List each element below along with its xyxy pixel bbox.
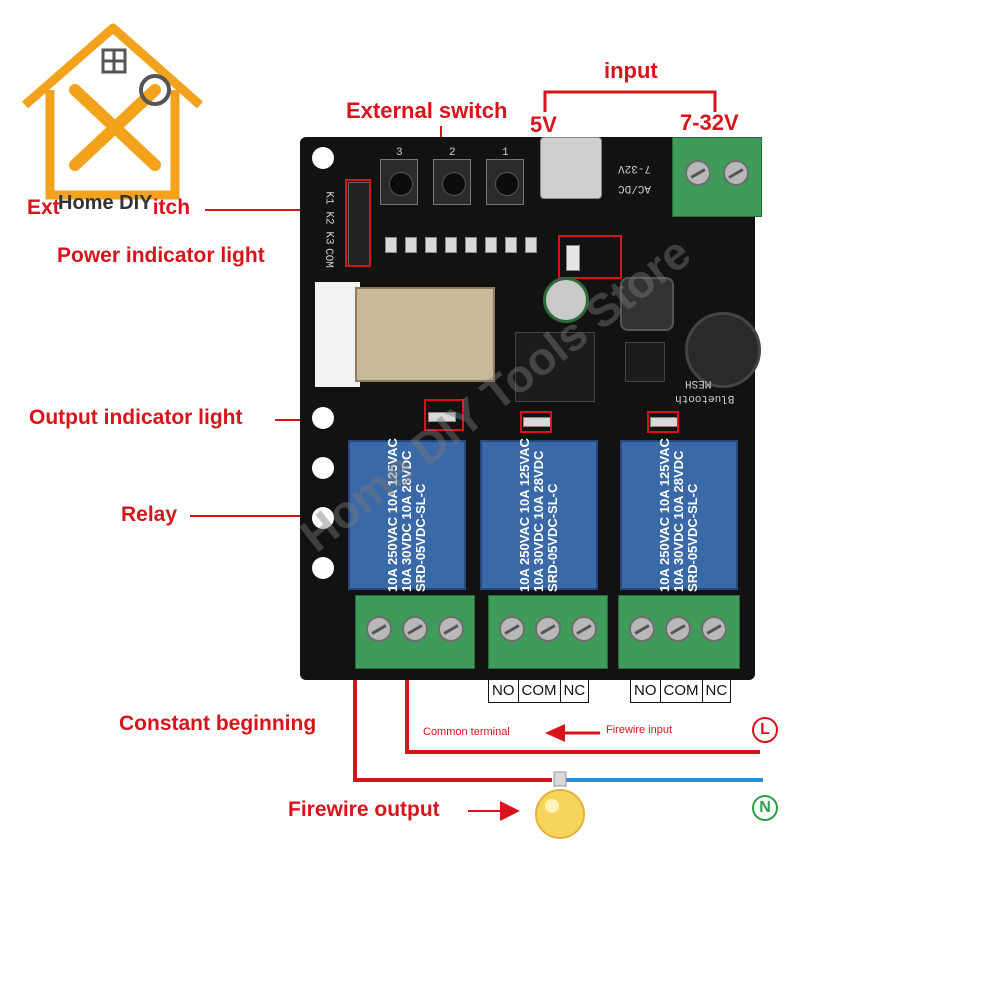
screw-icon xyxy=(571,616,597,642)
label-nc: NC xyxy=(705,681,728,699)
screw-icon xyxy=(438,616,464,642)
input-label: input xyxy=(604,58,658,83)
label-com: COM xyxy=(519,678,561,702)
power-indicator-highlight xyxy=(558,235,622,279)
external-switch-top-label: External switch xyxy=(346,98,508,123)
terminal-labels-3: NO COM NC xyxy=(630,677,732,703)
wifi-module xyxy=(355,287,495,382)
ic-chip xyxy=(515,332,595,402)
button-number-3: 3 xyxy=(396,147,403,159)
external-switch-left-label: Ext itch xyxy=(27,196,190,220)
itch-text: itch xyxy=(152,196,191,219)
screw-icon xyxy=(629,616,655,642)
smd-component xyxy=(445,237,457,253)
logo-text: Home DIY xyxy=(58,192,153,214)
smd-component xyxy=(465,237,477,253)
output-led-1 xyxy=(428,412,456,422)
mount-hole xyxy=(312,507,334,529)
terminal-labels-2: NO COM NC xyxy=(488,677,590,703)
input-bracket xyxy=(543,90,717,112)
smd-component xyxy=(485,237,497,253)
relay-board: K1 K2 K3 COM 3 2 1 AC/DC 7-32V Bluetooth… xyxy=(300,137,762,680)
capacitor-small xyxy=(543,277,589,323)
smd-component xyxy=(525,237,537,253)
common-terminal-label: Common terminal xyxy=(423,726,510,738)
mount-hole xyxy=(312,557,334,579)
output-terminal-1 xyxy=(355,595,475,669)
button-number-1: 1 xyxy=(502,147,509,159)
firewire-output-arrow-line xyxy=(468,810,508,812)
label-no: NO xyxy=(489,678,519,702)
screw-icon xyxy=(499,616,525,642)
screw-icon xyxy=(701,616,727,642)
capacitor-large xyxy=(685,312,761,388)
screw-icon xyxy=(723,160,749,186)
ic-chip xyxy=(625,342,665,382)
output-indicator-highlight-3 xyxy=(647,411,679,433)
output-indicator-highlight-2 xyxy=(520,411,552,433)
constant-beginning-label: Constant beginning xyxy=(119,712,317,735)
pin-header-highlight xyxy=(345,179,371,267)
ext-text: Ext xyxy=(27,196,60,219)
live-marker-text: L xyxy=(760,721,770,738)
ext-switch-leader xyxy=(205,209,350,211)
output-terminal-2 xyxy=(488,595,608,669)
smd-component xyxy=(425,237,437,253)
logo xyxy=(15,10,205,200)
neutral-marker-text: N xyxy=(759,799,771,816)
relay-label: Relay xyxy=(121,503,178,526)
screw-icon xyxy=(535,616,561,642)
screw-icon xyxy=(665,616,691,642)
usb-c-port[interactable] xyxy=(540,137,602,199)
firewire-input-label: Firewire input xyxy=(606,724,673,736)
label-nc: NC xyxy=(563,681,586,699)
external-button-1[interactable] xyxy=(486,159,524,205)
live-marker: L xyxy=(752,717,778,743)
neutral-marker: N xyxy=(752,795,778,821)
7-32v-label: 7-32V xyxy=(680,110,739,135)
output-terminal-3 xyxy=(618,595,740,669)
firewire-output-arrow-icon xyxy=(500,801,520,821)
5v-label: 5V xyxy=(530,112,557,137)
label-no: NO xyxy=(631,678,661,702)
screw-icon xyxy=(685,160,711,186)
power-input-terminal xyxy=(672,137,762,217)
screw-icon xyxy=(402,616,428,642)
smd-component xyxy=(505,237,517,253)
external-button-3[interactable] xyxy=(380,159,418,205)
button-number-2: 2 xyxy=(449,147,456,159)
label-com: COM xyxy=(661,678,703,702)
inductor xyxy=(620,277,674,331)
external-button-2[interactable] xyxy=(433,159,471,205)
power-led xyxy=(566,245,580,271)
screw-icon xyxy=(366,616,392,642)
output-indicator-highlight-1 xyxy=(424,399,464,431)
firewire-output-label: Firewire output xyxy=(288,798,440,821)
relay-leader xyxy=(190,515,350,517)
power-indicator-label: Power indicator light xyxy=(57,244,265,267)
light-bulb-icon xyxy=(535,771,585,839)
mount-hole xyxy=(312,457,334,479)
smd-component xyxy=(385,237,397,253)
mount-hole xyxy=(312,407,334,429)
output-indicator-label: Output indicator light xyxy=(29,406,243,429)
mount-hole xyxy=(312,147,334,169)
wifi-module-antenna xyxy=(315,282,360,387)
smd-component xyxy=(405,237,417,253)
house-tools-icon xyxy=(22,23,203,200)
